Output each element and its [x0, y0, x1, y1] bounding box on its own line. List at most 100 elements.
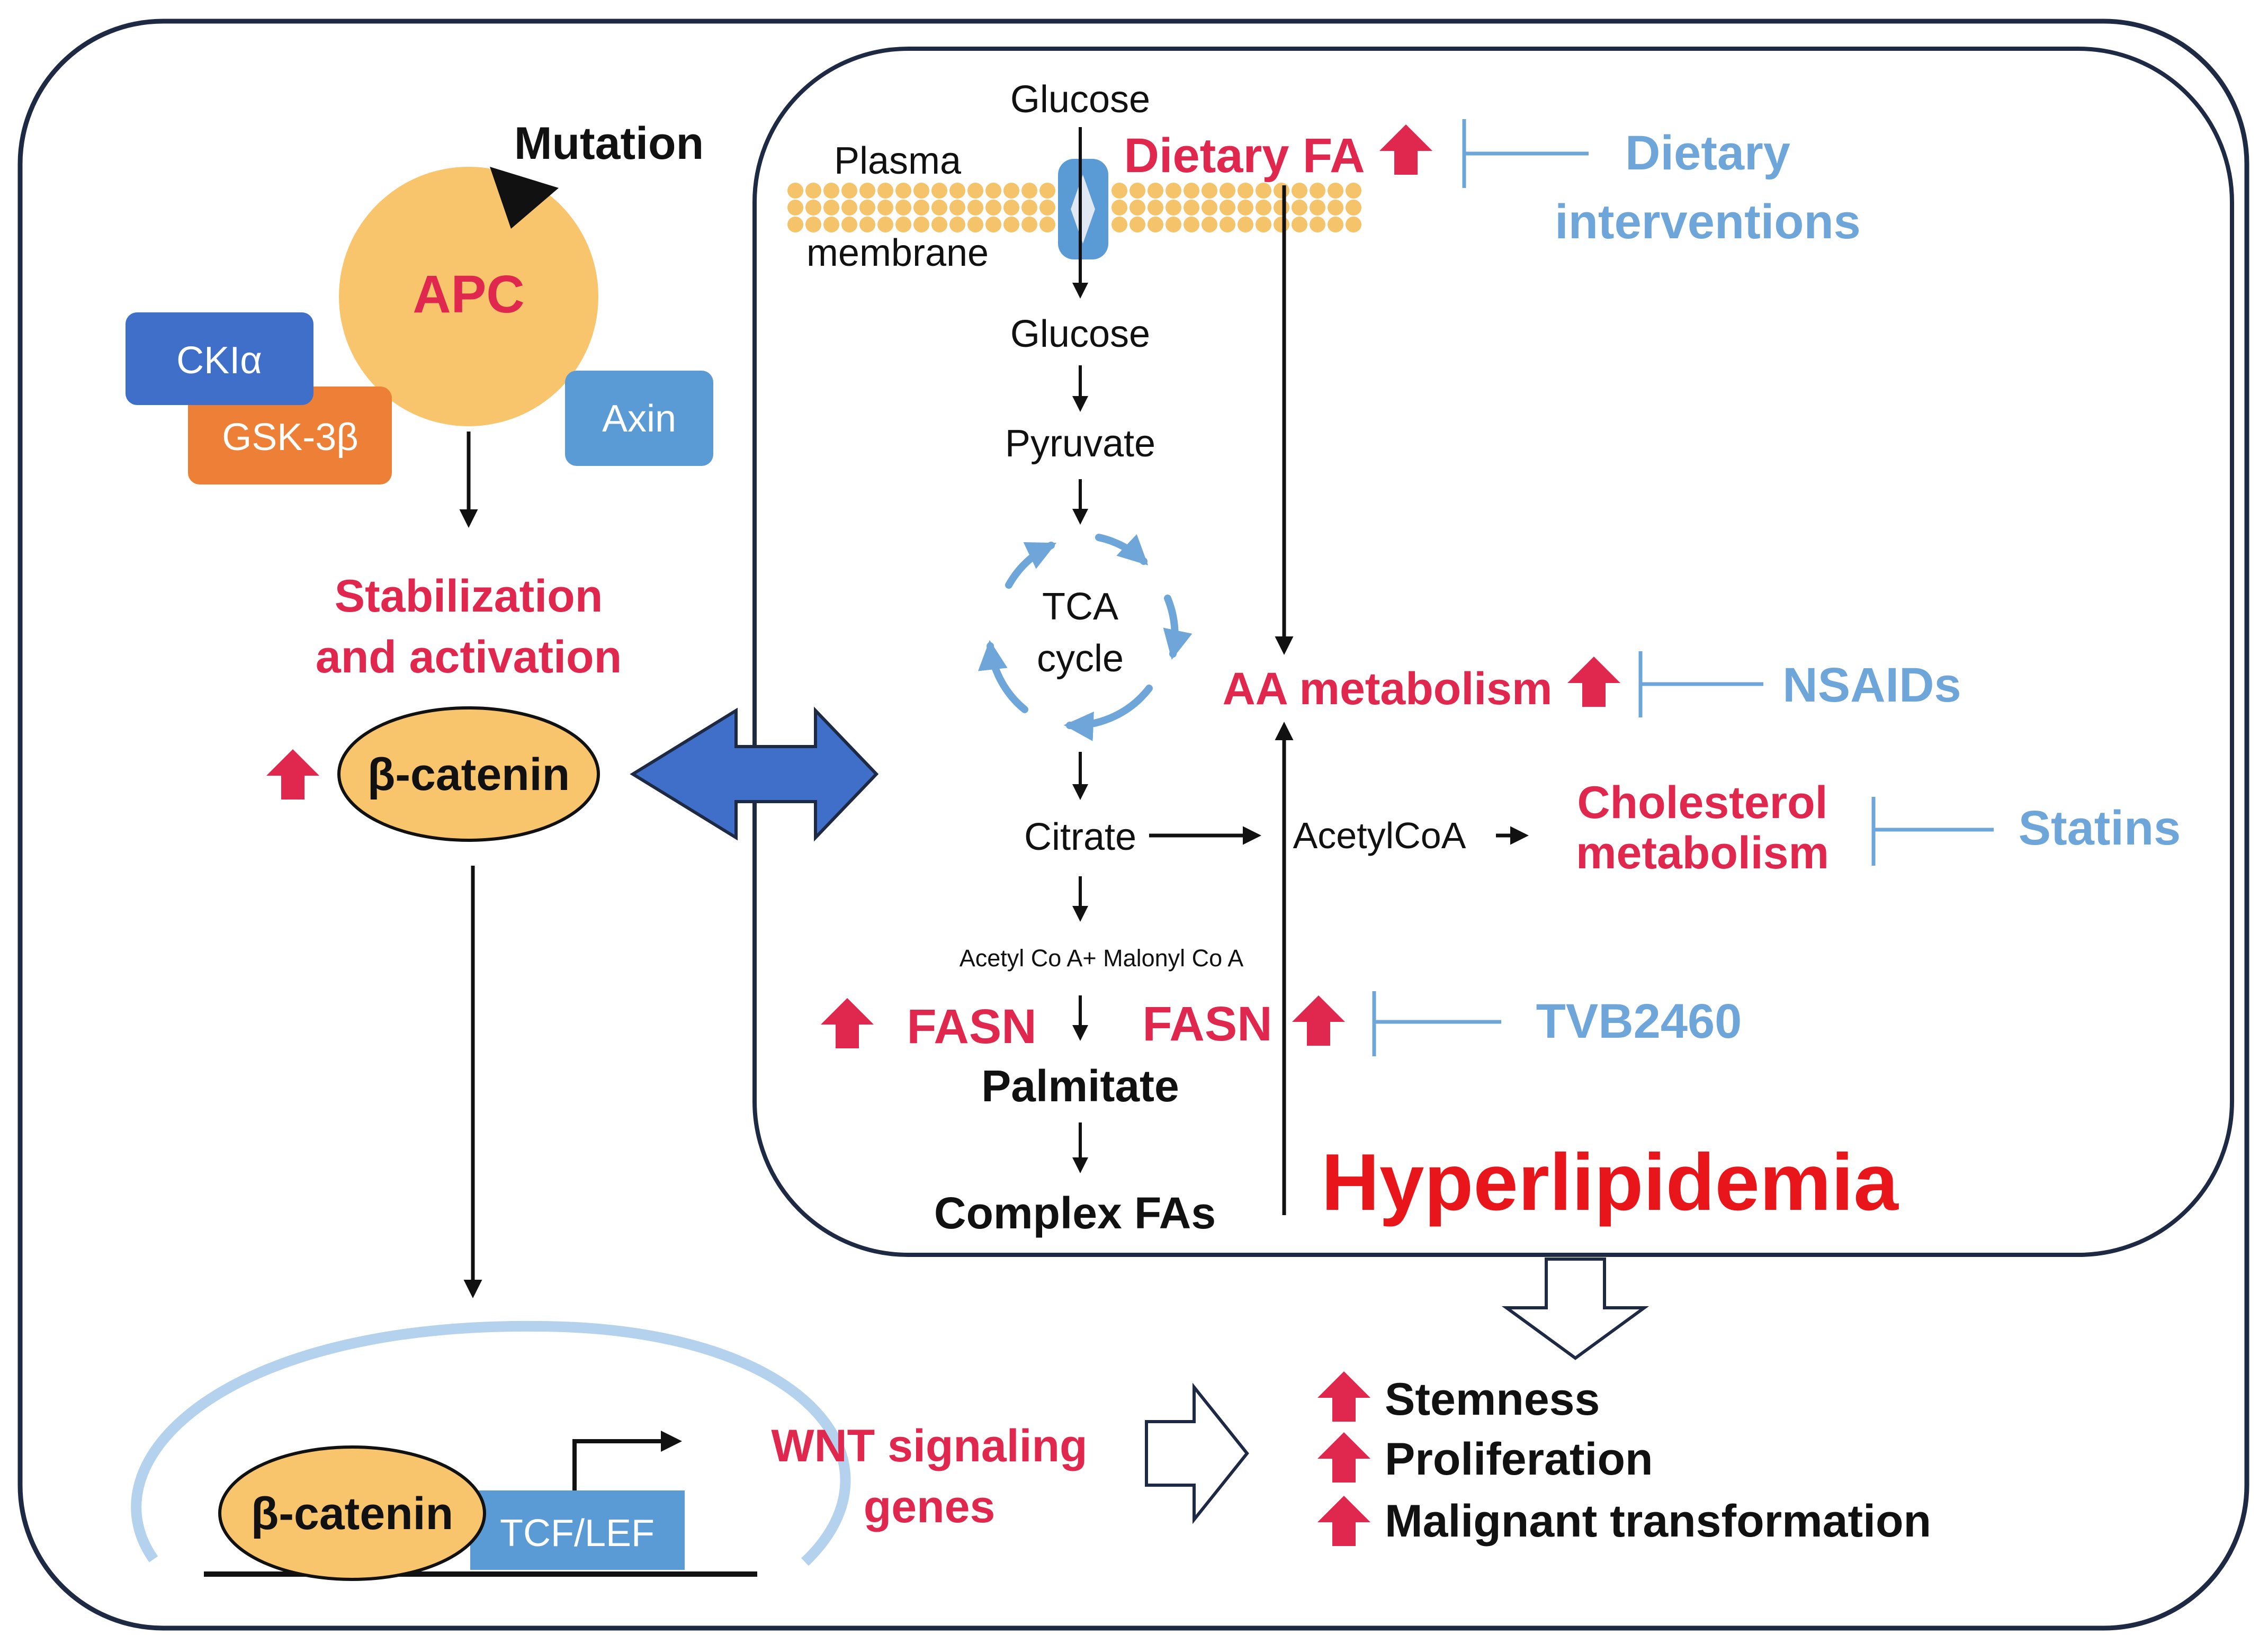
lipid-head	[1328, 200, 1343, 215]
tvb-label: TVB2460	[1536, 994, 1742, 1048]
beta-catenin-label-bottom: β-catenin	[251, 1488, 453, 1539]
wnt-genes-label-line2: genes	[864, 1481, 996, 1532]
lipid-head	[1274, 183, 1289, 199]
wnt-genes-label-line1: WNT signaling	[771, 1421, 1087, 1471]
tca-cycle-arrows	[978, 534, 1193, 741]
lipid-head	[1310, 217, 1325, 232]
lipid-head	[1292, 200, 1307, 215]
statins-label: Statins	[2019, 801, 2181, 855]
gsk3b-label: GSK-3β	[222, 416, 358, 459]
lipid-head	[877, 200, 893, 215]
ck1a-box	[125, 312, 313, 405]
lipid-head	[1202, 183, 1217, 199]
acetyl-malonyl-label: Acetyl Co A+ Malonyl Co A	[960, 945, 1244, 972]
lipid-head	[931, 183, 947, 199]
lipid-head	[913, 200, 929, 215]
inner-metabolism-compartment	[752, 47, 2234, 1257]
lipid-head	[1111, 200, 1127, 215]
lipid-head	[1129, 183, 1145, 199]
dietary-interventions-line2: interventions	[1555, 195, 1861, 249]
lipid-head	[1292, 183, 1307, 199]
lipid-head	[913, 217, 929, 232]
nucleus-membrane-arc	[131, 1320, 851, 1566]
lipid-head	[1003, 183, 1019, 199]
lipid-head	[1238, 200, 1253, 215]
lipid-head	[1021, 217, 1037, 232]
beta-catenin-label-top: β-catenin	[367, 749, 570, 800]
nsaids-label: NSAIDs	[1782, 658, 1961, 712]
lipid-head	[841, 183, 857, 199]
lipid-head	[1346, 183, 1361, 199]
lipid-head	[1003, 200, 1019, 215]
lipid-head	[1021, 183, 1037, 199]
aa-metabolism-label: AA metabolism	[1223, 663, 1553, 714]
mutation-triangle	[490, 167, 559, 229]
lipid-head	[805, 183, 821, 199]
plasma-membrane-bilayer	[787, 183, 1361, 232]
lipid-head	[913, 183, 929, 199]
lipid-head	[1310, 200, 1325, 215]
lipid-head	[1328, 217, 1343, 232]
lipid-head	[985, 217, 1001, 232]
complex-fas-label: Complex FAs	[934, 1188, 1216, 1238]
lipid-head	[823, 217, 839, 232]
lipid-head	[895, 217, 911, 232]
lipid-head	[1202, 217, 1217, 232]
lipid-head	[895, 183, 911, 199]
proliferation-label: Proliferation	[1385, 1434, 1653, 1485]
fasn-right-label: FASN	[1142, 997, 1272, 1051]
acetylcoa-label: AcetylCoA	[1293, 815, 1466, 856]
axin-box	[565, 371, 713, 466]
lipid-head	[1184, 217, 1199, 232]
lipid-head	[1238, 183, 1253, 199]
lipid-head	[1184, 183, 1199, 199]
lipid-head	[1346, 200, 1361, 215]
plasma-label: Plasma	[834, 140, 962, 182]
lipid-head	[1346, 217, 1361, 232]
lipid-head	[1256, 183, 1271, 199]
lipid-head	[967, 217, 983, 232]
lipid-head	[1184, 200, 1199, 215]
lipid-head	[1274, 217, 1289, 232]
beta-catenin-ellipse-top	[337, 706, 600, 842]
hollow-down-arrow	[1501, 1257, 1650, 1360]
membrane-label: membrane	[806, 232, 989, 274]
dietary-interventions-line1: Dietary	[1625, 126, 1790, 180]
tcf-lef-box	[470, 1490, 685, 1570]
lipid-head	[985, 183, 1001, 199]
ck1a-label: CKIα	[176, 339, 262, 382]
lipid-head	[1220, 200, 1235, 215]
malignant-label: Malignant transformation	[1385, 1496, 1931, 1547]
lipid-head	[787, 183, 803, 199]
transcription-start-arrow	[572, 1431, 682, 1490]
lipid-head	[805, 200, 821, 215]
lipid-head	[1111, 217, 1127, 232]
lipid-head	[859, 200, 875, 215]
lipid-head	[967, 200, 983, 215]
lipid-head	[1328, 183, 1343, 199]
lipid-head	[1148, 183, 1163, 199]
lipid-head	[859, 183, 875, 199]
dietary-fa-label: Dietary FA	[1124, 129, 1365, 183]
lipid-head	[1129, 200, 1145, 215]
lipid-head	[985, 200, 1001, 215]
cholesterol-label-line2: metabolism	[1576, 828, 1829, 878]
lipid-head	[1039, 183, 1055, 199]
lipid-head	[1220, 217, 1235, 232]
lipid-head	[823, 183, 839, 199]
apc-label: APC	[413, 265, 524, 324]
crosstalk-double-arrow	[630, 706, 879, 842]
pyruvate-label: Pyruvate	[1005, 423, 1155, 465]
tcf-lef-label: TCF/LEF	[500, 1512, 655, 1555]
lipid-head	[1129, 217, 1145, 232]
lipid-head	[1003, 217, 1019, 232]
lipid-head	[1039, 217, 1055, 232]
lipid-head	[1148, 200, 1163, 215]
beta-catenin-ellipse-bottom	[218, 1445, 486, 1581]
lipid-head	[877, 217, 893, 232]
tca-label-line1: TCA	[1042, 586, 1118, 628]
fasn-left-label: FASN	[907, 1000, 1036, 1054]
lipid-head	[895, 200, 911, 215]
lipid-head	[1256, 200, 1271, 215]
